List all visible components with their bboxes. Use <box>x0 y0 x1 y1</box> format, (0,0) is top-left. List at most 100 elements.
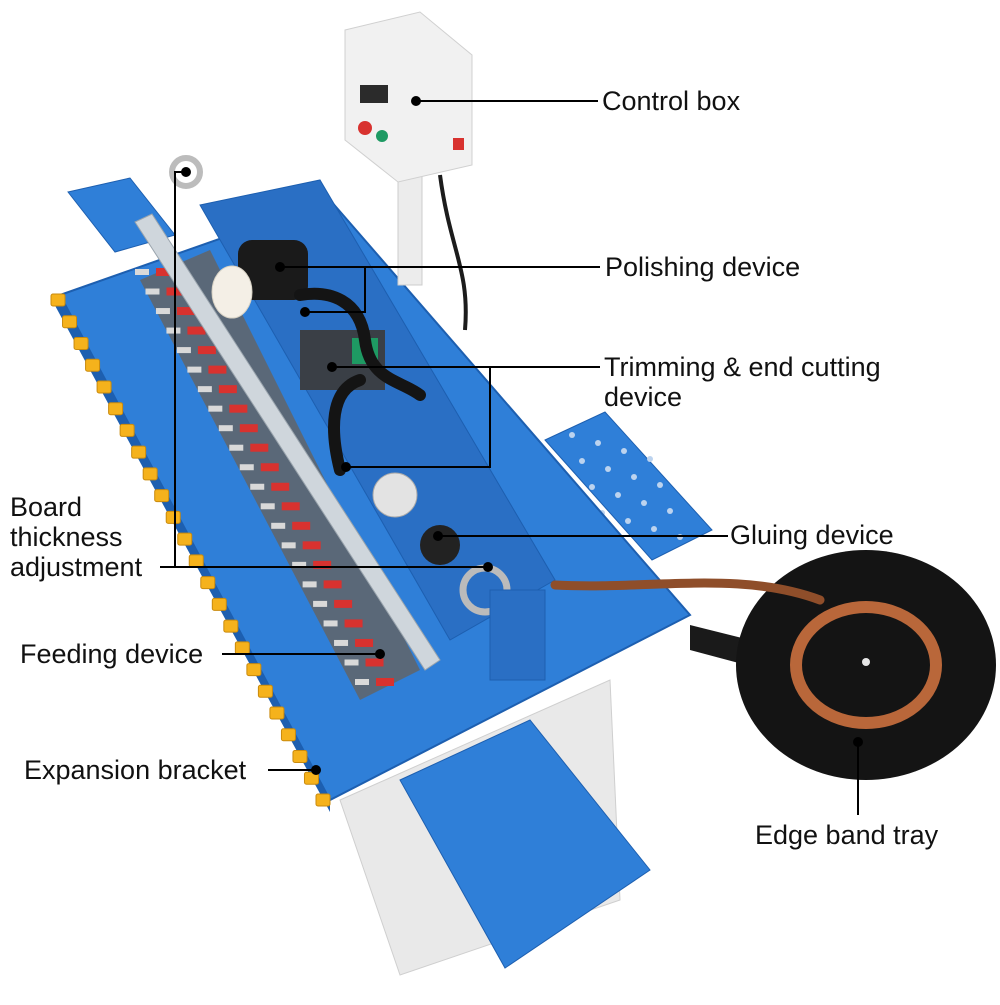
label-board-line2: thickness <box>10 522 123 552</box>
feeder-pad <box>166 327 181 334</box>
feeder-pad <box>187 366 202 373</box>
leader-dot-board-thickness-a <box>181 167 191 177</box>
leader-dot-expansion <box>311 765 321 775</box>
plate-hole <box>615 492 621 498</box>
bracket-roller <box>234 641 250 655</box>
front-extension <box>399 719 651 969</box>
feeder-link <box>176 307 195 316</box>
bracket-roller <box>85 358 101 372</box>
label-board-line1: Board <box>10 492 83 522</box>
feeder-pad <box>197 386 212 393</box>
plate-hole <box>647 456 653 462</box>
bracket-roller <box>50 293 66 307</box>
label-polishing-device: Polishing device <box>605 252 801 282</box>
trimming-hose <box>294 287 426 401</box>
feeder-pad <box>229 444 244 451</box>
control-box-body <box>344 11 473 183</box>
feeder-link <box>313 560 332 569</box>
end-block <box>489 589 546 681</box>
feeder-pad <box>281 542 296 549</box>
tray-spindle <box>862 658 870 666</box>
bracket-roller <box>154 489 170 503</box>
control-display <box>360 85 388 103</box>
label-control-box: Control box <box>602 86 741 116</box>
feeder-link <box>344 619 363 628</box>
bracket-roller <box>188 554 204 568</box>
feeder-link <box>292 521 311 530</box>
bracket-roller <box>211 597 227 611</box>
feeder-link <box>239 424 258 433</box>
label-board-line3: adjustment <box>10 552 143 582</box>
bracket-roller <box>119 423 135 437</box>
plate-hole <box>595 440 601 446</box>
leader-dot-feeding <box>375 649 385 659</box>
polishing-motor <box>238 240 308 300</box>
feeder-pad <box>145 288 160 295</box>
feeder-link <box>271 482 290 491</box>
feeder-pad <box>323 620 338 627</box>
label-edge-band-tray: Edge band tray <box>755 820 939 850</box>
plate-hole <box>651 526 657 532</box>
feeder-channel <box>140 250 420 700</box>
bracket-roller <box>280 728 296 742</box>
guide-rail <box>134 213 441 671</box>
feeder-link <box>376 678 394 686</box>
label-gluing-device: Gluing device <box>730 520 894 550</box>
bracket-roller <box>177 532 193 546</box>
feeder-pad <box>135 269 149 275</box>
glue-roller <box>420 525 460 565</box>
bracket-roller <box>315 793 331 807</box>
leader-dot-edge-band-tray <box>853 737 863 747</box>
feeder-pad <box>334 639 349 646</box>
expansion-bracket-rollers <box>50 293 331 807</box>
label-trimming-line1: Trimming & end cutting <box>604 352 881 382</box>
feeder-pad <box>239 464 254 471</box>
leader-dot-trimming-a <box>327 362 337 372</box>
bracket-roller <box>73 336 89 350</box>
feeder-link <box>365 658 384 667</box>
trimming-hose-2 <box>328 374 366 476</box>
bracket-roller <box>200 576 216 590</box>
leader-trimming <box>346 366 600 468</box>
edge-band-roll <box>790 601 942 729</box>
leader-dot-control-box <box>411 96 421 106</box>
feeder-link <box>218 385 237 394</box>
bracket-roller <box>246 663 262 677</box>
leader-dot-trimming-b <box>341 462 351 472</box>
plate-holes <box>569 432 683 540</box>
feeder-link <box>323 580 342 589</box>
feeder-link <box>250 443 269 452</box>
thickness-handwheel <box>169 155 203 189</box>
bracket-roller <box>142 467 158 481</box>
feeder-link <box>334 599 353 608</box>
plate-hole <box>631 474 637 480</box>
feeder-link <box>260 463 279 472</box>
power-cable <box>438 174 468 331</box>
bracket-roller <box>96 380 112 394</box>
leader-dot-gluing <box>433 531 443 541</box>
bracket-roller <box>303 771 319 785</box>
plate-hole <box>605 466 611 472</box>
feeder-pad <box>208 405 223 412</box>
stop-button <box>358 121 372 135</box>
feeder-pad <box>176 347 191 354</box>
feeder-link <box>156 268 174 276</box>
feeder-link <box>187 326 206 335</box>
feeder-pad <box>292 561 307 568</box>
plate-hole <box>589 484 595 490</box>
plate-hole <box>657 482 663 488</box>
bracket-roller <box>257 684 273 698</box>
feeder-link <box>229 404 248 413</box>
power-switch <box>453 138 464 150</box>
bracket-roller <box>269 706 285 720</box>
feeder-link <box>197 346 216 355</box>
label-expansion-bracket: Expansion bracket <box>24 755 247 785</box>
leader-dot-board-thickness-b <box>483 562 493 572</box>
edge-band-strip <box>550 578 825 605</box>
bracket-roller <box>62 315 78 329</box>
side-plate <box>544 411 713 561</box>
feeder-pad <box>355 679 369 685</box>
label-trimming-device: Trimming & end cutting device <box>604 352 881 412</box>
